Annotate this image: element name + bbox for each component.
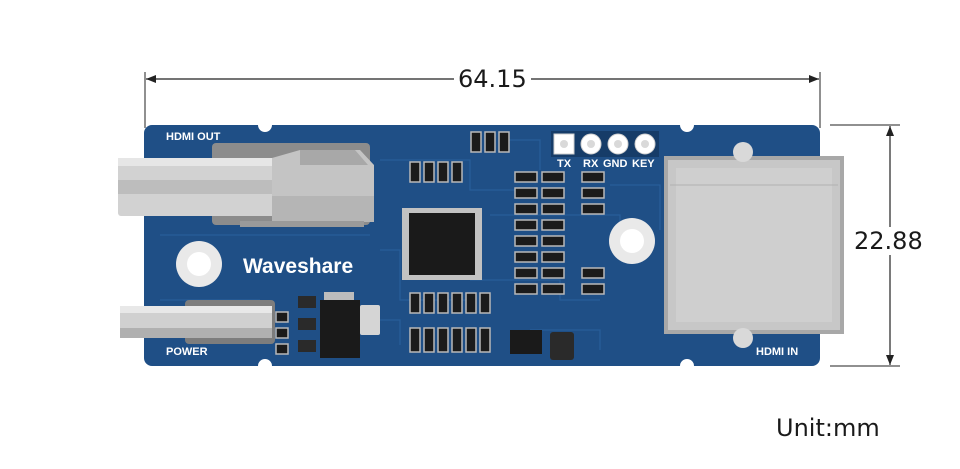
header-pads: [551, 131, 659, 157]
mounting-hole-left: [176, 241, 222, 287]
small-ic: [510, 330, 574, 360]
power-connector: [120, 300, 275, 344]
power-label: POWER: [166, 346, 208, 358]
hdmi-out-label: HDMI OUT: [166, 131, 221, 143]
voltage-regulator: [298, 292, 380, 358]
header-pin-rx: RX: [583, 158, 599, 170]
hdmi-in-connector: [664, 142, 844, 348]
header-pin-key: KEY: [632, 158, 655, 170]
brand-logo-text: Waveshare: [243, 255, 354, 278]
main-chip: [402, 208, 482, 280]
header-pin-gnd: GND: [603, 158, 628, 170]
hdmi-in-label: HDMI IN: [756, 346, 799, 358]
mounting-hole-right: [609, 218, 655, 264]
height-dimension-label: 22.88: [852, 227, 925, 255]
unit-label: Unit:mm: [776, 414, 880, 442]
width-dimension-label: 64.15: [454, 67, 531, 91]
hdmi-out-connector: [118, 143, 374, 227]
header-pin-tx: TX: [557, 158, 572, 170]
passive-components: [275, 131, 605, 355]
